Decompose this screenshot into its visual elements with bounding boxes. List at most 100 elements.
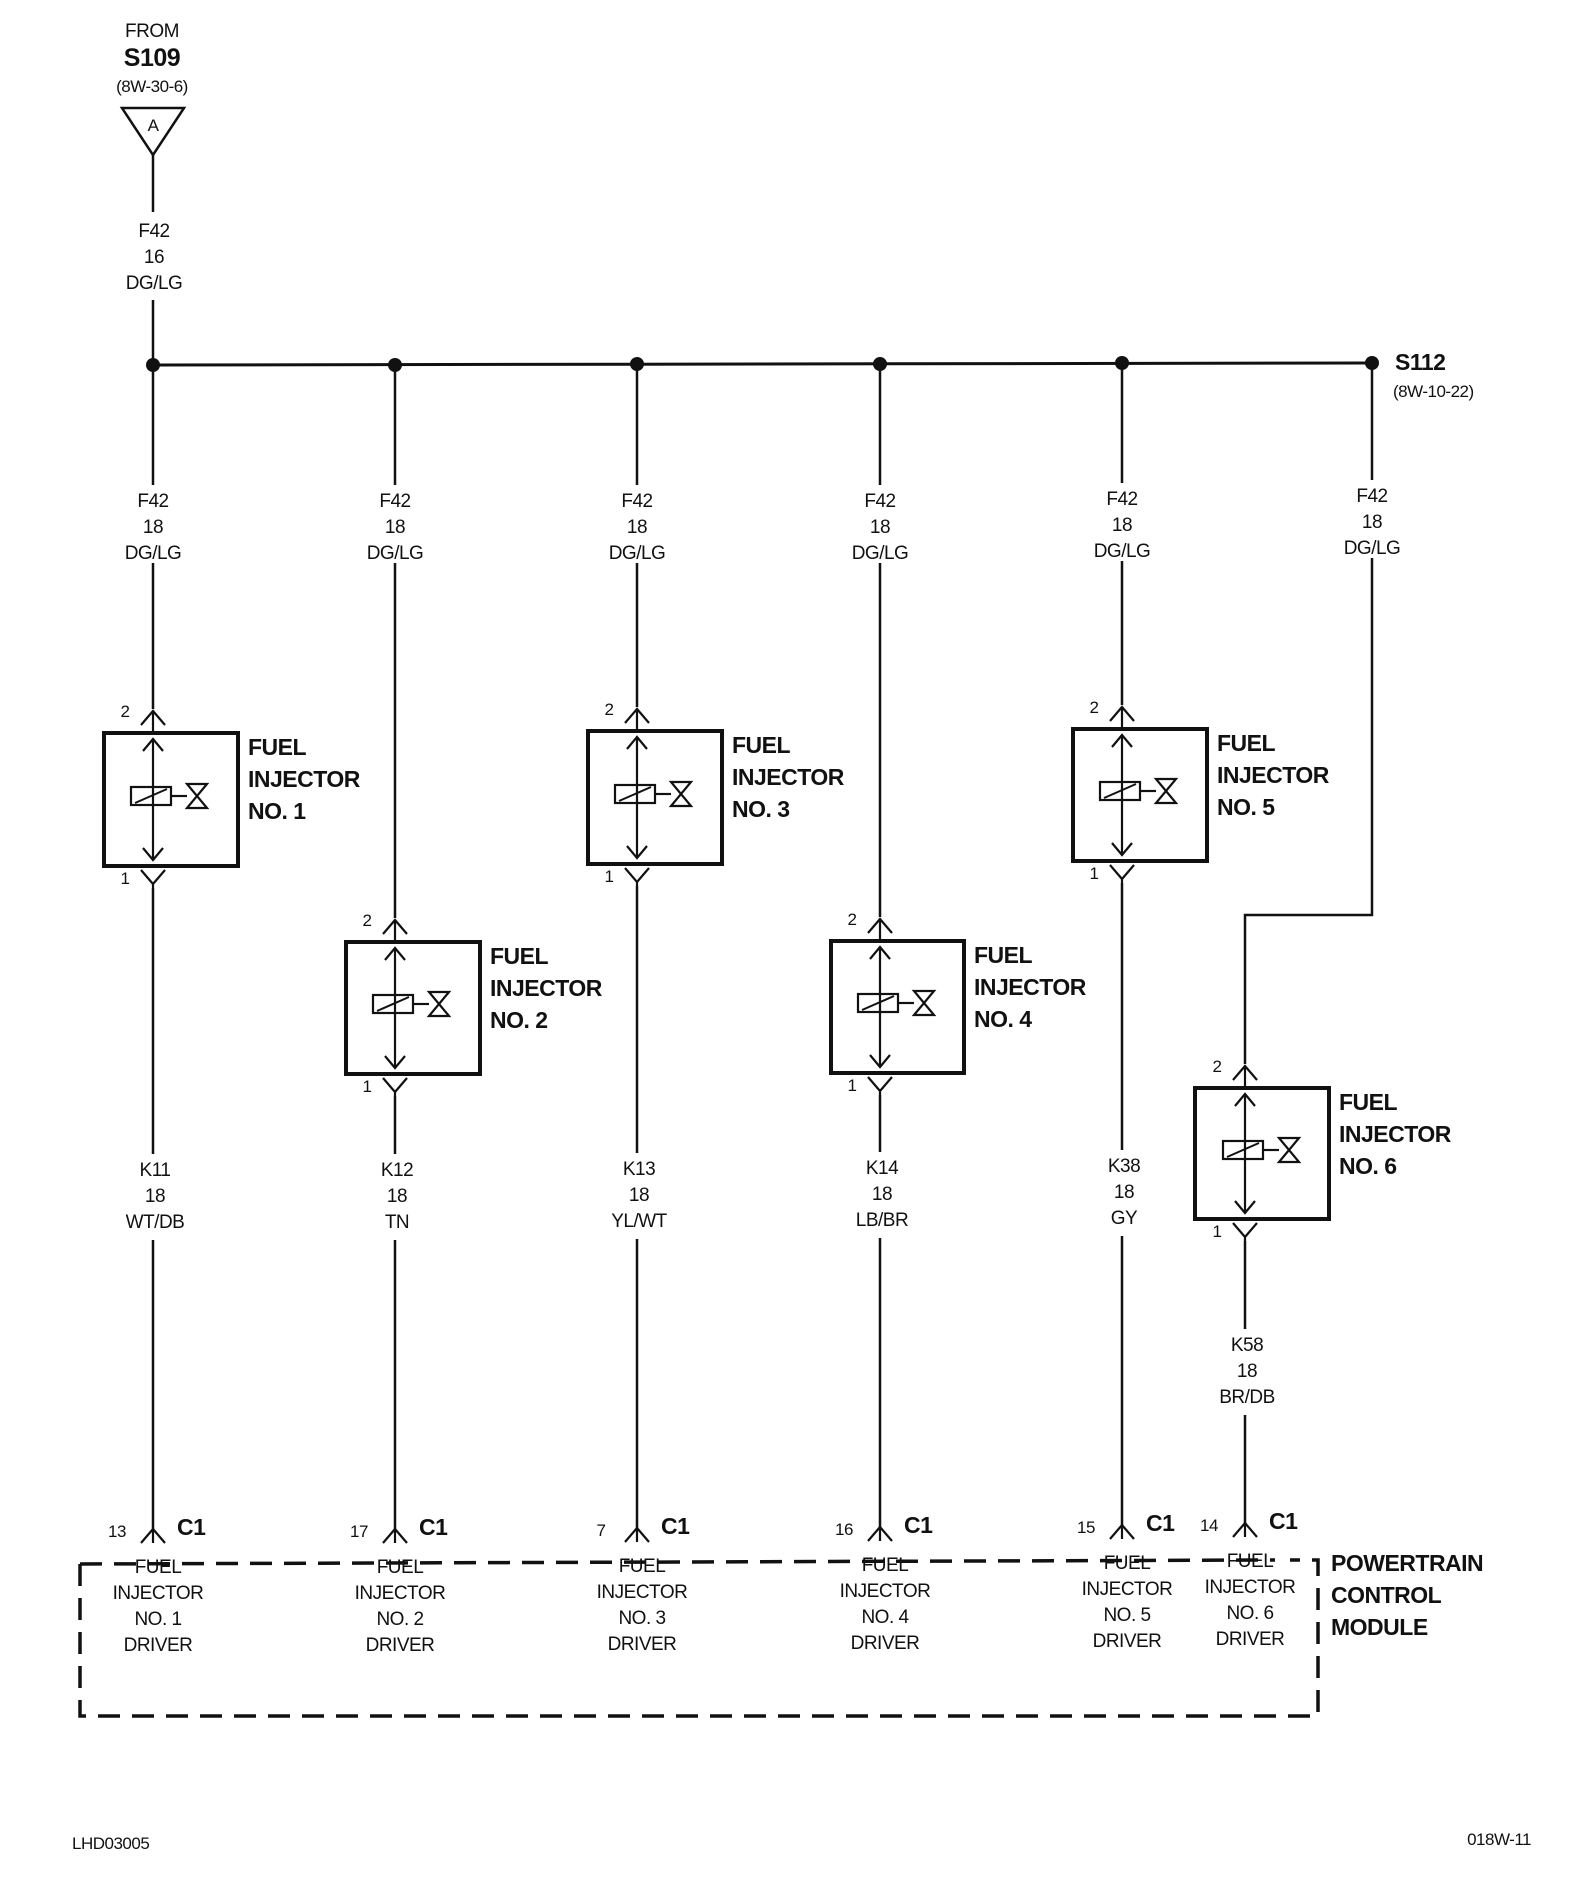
injector-name-line3: NO. 1 xyxy=(248,798,306,824)
source-wire-gauge: 16 xyxy=(144,247,164,268)
pcm-pin-label: 15 xyxy=(1077,1518,1095,1537)
pin-2-label: 2 xyxy=(1090,698,1099,717)
pcm-input-line4: DRIVER xyxy=(851,1633,920,1654)
pin-1-label: 1 xyxy=(1090,864,1099,883)
feed-gauge: 18 xyxy=(1112,515,1132,536)
pcm-input-line2: INJECTOR xyxy=(1205,1577,1296,1598)
pcm-pin-label: 7 xyxy=(597,1521,606,1540)
pcm-input-line4: DRIVER xyxy=(124,1635,193,1656)
solenoid-valve-icon xyxy=(856,989,937,1017)
pin-2-terminal-icon xyxy=(624,707,650,731)
pin-2-label: 2 xyxy=(848,910,857,929)
driver-gauge: 18 xyxy=(1114,1182,1134,1203)
fuel-injector-4: 2 1 FUEL INJECTOR NO. 4 xyxy=(829,910,1087,1095)
driver-gauge: 18 xyxy=(872,1184,892,1205)
driver-circuit: K38 xyxy=(1108,1156,1140,1177)
feed-gauge: 18 xyxy=(385,517,405,538)
solenoid-valve-icon xyxy=(371,990,452,1018)
valve-icon xyxy=(1153,777,1179,805)
solenoid-plunger-icon xyxy=(376,996,410,1012)
splice-s109-label: S109 xyxy=(124,44,180,72)
injector-box xyxy=(344,940,482,1076)
pcm-input-line3: NO. 5 xyxy=(1103,1605,1150,1626)
internal-arrow-up-icon xyxy=(142,737,164,752)
pin-2-label: 2 xyxy=(121,702,130,721)
pcm-terminal-icon xyxy=(1232,1521,1258,1538)
driver-circuit: K58 xyxy=(1231,1335,1263,1356)
injector-box xyxy=(1193,1086,1331,1221)
injector-2-circuit: F42 18 DG/LG 2 1 FUEL INJECTOR NO. 2 K12… xyxy=(344,358,603,1656)
pcm-input-line3: NO. 4 xyxy=(861,1607,909,1628)
pcm-input-line1: FUEL xyxy=(619,1556,666,1577)
pcm-input-line3: NO. 2 xyxy=(376,1609,423,1630)
internal-arrow-down-icon xyxy=(384,1055,406,1070)
injector-name-line3: NO. 2 xyxy=(490,1007,548,1033)
pcm-connector-label: C1 xyxy=(1146,1510,1175,1536)
injector-name-line1: FUEL xyxy=(1217,730,1276,756)
driver-color: TN xyxy=(385,1212,409,1233)
feed-gauge: 18 xyxy=(870,517,890,538)
feed-circuit: F42 xyxy=(1106,489,1137,510)
pcm-input-line2: INJECTOR xyxy=(840,1581,931,1602)
injector-name-line3: NO. 5 xyxy=(1217,794,1275,820)
fuel-injector-2: 2 1 FUEL INJECTOR NO. 2 xyxy=(344,911,603,1096)
internal-arrow-up-icon xyxy=(1234,1092,1256,1107)
connector-letter: A xyxy=(148,116,160,135)
pcm-connector-label: C1 xyxy=(419,1514,448,1540)
driver-gauge: 18 xyxy=(145,1186,165,1207)
pcm-input-line3: NO. 6 xyxy=(1226,1603,1273,1624)
solenoid-plunger-icon xyxy=(861,995,895,1011)
injector-name-line3: NO. 4 xyxy=(974,1006,1032,1032)
feed-color: DG/LG xyxy=(1094,541,1151,562)
pcm-pin-label: 13 xyxy=(108,1522,126,1541)
pin-2-terminal-icon xyxy=(867,917,893,941)
feed-circuit: F42 xyxy=(379,491,410,512)
solenoid-plunger-icon xyxy=(1103,783,1137,799)
injector-name-line3: NO. 3 xyxy=(732,796,790,822)
injector-box xyxy=(1071,727,1209,863)
driver-color: LB/BR xyxy=(856,1210,908,1231)
pcm-input-line2: INJECTOR xyxy=(597,1582,688,1603)
pin-1-terminal-icon xyxy=(867,1076,893,1095)
feed-circuit: F42 xyxy=(1356,486,1387,507)
pcm-input-line4: DRIVER xyxy=(608,1634,677,1655)
pcm-terminal-icon xyxy=(624,1526,650,1543)
pcm-terminal-icon xyxy=(140,1527,166,1544)
driver-color: WT/DB xyxy=(126,1212,185,1233)
internal-arrow-up-icon xyxy=(626,735,648,750)
pin-1-terminal-icon xyxy=(382,1077,408,1096)
pcm-input-line3: NO. 3 xyxy=(618,1608,665,1629)
driver-color: GY xyxy=(1111,1208,1138,1229)
pin-1-label: 1 xyxy=(848,1076,857,1095)
feed-color: DG/LG xyxy=(367,543,424,564)
feed-color: DG/LG xyxy=(125,543,182,564)
pin-1-terminal-icon xyxy=(140,869,166,888)
pcm-input-line2: INJECTOR xyxy=(355,1583,446,1604)
internal-arrow-down-icon xyxy=(1234,1200,1256,1215)
injector-name-line1: FUEL xyxy=(732,732,791,758)
internal-arrow-up-icon xyxy=(1111,733,1133,748)
pcm-connector-label: C1 xyxy=(1269,1508,1298,1534)
feed-circuit: F42 xyxy=(864,491,895,512)
injector-name-line2: INJECTOR xyxy=(490,975,603,1001)
fuel-injector-1: 2 1 FUEL INJECTOR NO. 1 xyxy=(102,702,361,888)
fuel-injector-5: 2 1 FUEL INJECTOR NO. 5 xyxy=(1071,698,1330,883)
injector-4-circuit: F42 18 DG/LG 2 1 FUEL INJECTOR NO. 4 K14… xyxy=(829,357,1087,1654)
injector-1-circuit: F42 18 DG/LG 2 1 FUEL INJECTOR NO. 1 K11… xyxy=(102,358,361,1656)
pcm-connector-label: C1 xyxy=(177,1514,206,1540)
driver-circuit: K11 xyxy=(140,1160,171,1181)
injector-name-line2: INJECTOR xyxy=(248,766,361,792)
splice-s109-ref: (8W-30-6) xyxy=(116,77,188,96)
injector-name-line2: INJECTOR xyxy=(732,764,845,790)
driver-color: BR/DB xyxy=(1219,1387,1275,1408)
pin-1-label: 1 xyxy=(363,1077,372,1096)
footer-right-code: 018W-11 xyxy=(1467,1830,1531,1849)
pcm-input-line1: FUEL xyxy=(1104,1553,1151,1574)
injector-name-line2: INJECTOR xyxy=(1217,762,1330,788)
pin-2-label: 2 xyxy=(363,911,372,930)
internal-arrow-down-icon xyxy=(1111,842,1133,857)
pcm-pin-label: 14 xyxy=(1200,1516,1218,1535)
pcm-terminal-icon xyxy=(382,1527,408,1544)
solenoid-plunger-icon xyxy=(134,788,168,804)
